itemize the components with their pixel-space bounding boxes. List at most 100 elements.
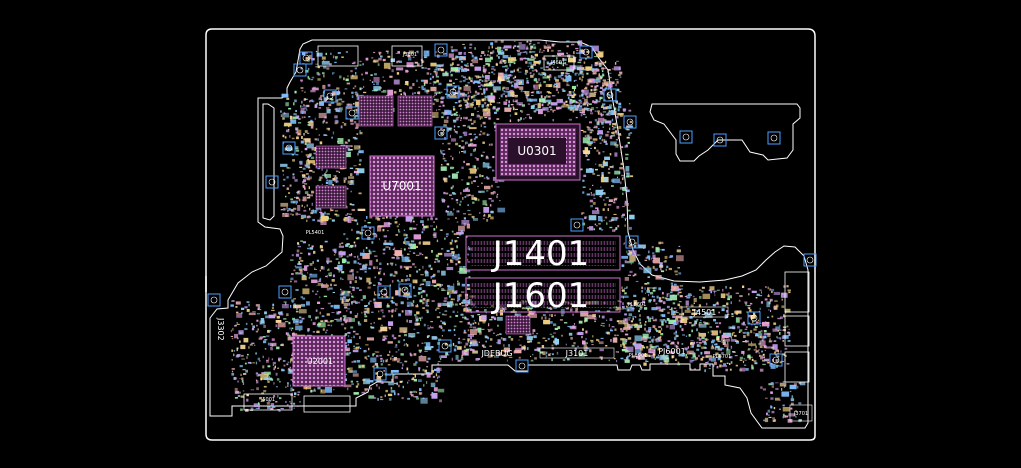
smd-component [573,88,575,91]
smd-component [596,122,600,126]
smd-component [276,316,280,319]
smd-component [483,88,486,91]
smd-component [343,233,346,236]
smd-component [299,252,303,254]
smd-component [581,335,583,339]
mounting-hole [207,293,221,307]
smd-component [583,150,591,154]
smd-component [481,80,484,82]
smd-component [297,243,300,246]
mounting-hole [570,218,584,232]
smd-component [529,116,531,119]
smd-component [390,242,394,246]
smd-component [479,212,481,214]
pch-package[interactable]: U2001 [292,335,346,387]
smd-component [382,228,385,232]
smd-component [395,263,397,266]
smd-component [672,302,676,305]
smd-component [455,118,459,121]
smd-component [473,98,477,102]
smd-component [463,301,472,304]
smd-component [706,302,708,306]
smd-component [769,288,771,291]
smd-component [681,343,684,345]
smd-component [770,397,774,400]
dimm-slot-2[interactable]: J1601 [465,276,621,316]
smd-component [455,142,459,146]
smd-component [508,57,516,61]
smd-component [629,270,633,274]
smd-component [463,299,467,302]
smd-component [730,336,733,339]
smd-component [358,364,366,369]
smd-component [380,55,383,58]
gpu-package[interactable]: U7001 [369,155,435,217]
smd-component [344,327,347,330]
smd-component [260,378,263,381]
smd-component [408,320,413,323]
smd-component [361,73,363,76]
smd-component [349,213,352,215]
smd-component [729,368,732,371]
smd-component [312,171,315,173]
smd-component [326,321,330,323]
smd-component [380,360,383,363]
smd-component [291,154,295,156]
smd-component [497,316,503,321]
smd-component [590,129,593,131]
smd-component [715,345,720,349]
smd-component [322,84,326,89]
smd-component [325,275,327,278]
smd-component [618,133,621,136]
smd-component [302,106,304,108]
dimm-slot-1[interactable]: J1401 [465,234,621,274]
mounting-hole-ring [210,296,218,304]
smd-component [299,401,301,403]
smd-component [488,96,496,100]
smd-component [469,348,474,351]
smd-component [659,355,667,361]
smd-component [372,353,376,355]
smd-component [353,392,359,395]
smd-component [608,199,613,202]
smd-component [514,86,517,89]
smd-component [782,415,784,419]
smd-component [413,227,417,230]
smd-component [343,290,346,294]
smd-component [307,329,310,333]
smd-component [698,342,702,344]
smd-component [593,228,595,231]
smd-component [310,194,313,197]
smd-component [612,123,616,126]
smd-component [431,284,434,286]
smd-component [552,353,554,356]
smd-component [493,317,497,321]
smd-component [304,147,308,151]
smd-component [279,397,282,400]
smd-component [291,209,295,212]
smd-component [578,320,583,324]
smd-component [779,329,782,331]
smd-component [739,329,743,332]
smd-component [745,326,748,329]
smd-component [589,349,592,353]
smd-component [391,256,395,259]
smd-component [326,169,328,172]
smd-component [688,293,692,297]
smd-component [420,79,425,82]
smd-component [758,349,760,351]
smd-component [416,322,420,326]
smd-component [376,233,378,236]
smd-component [466,194,469,197]
smd-component [297,245,301,248]
cpu-package[interactable]: U0301 [495,123,581,181]
smd-component [389,262,394,265]
smd-component [269,342,277,347]
smd-component [404,360,408,363]
smd-component [447,142,451,145]
smd-component [465,99,468,103]
smd-component [421,85,424,89]
smd-component [594,89,598,91]
smd-component [286,206,288,210]
smd-component [353,300,356,303]
